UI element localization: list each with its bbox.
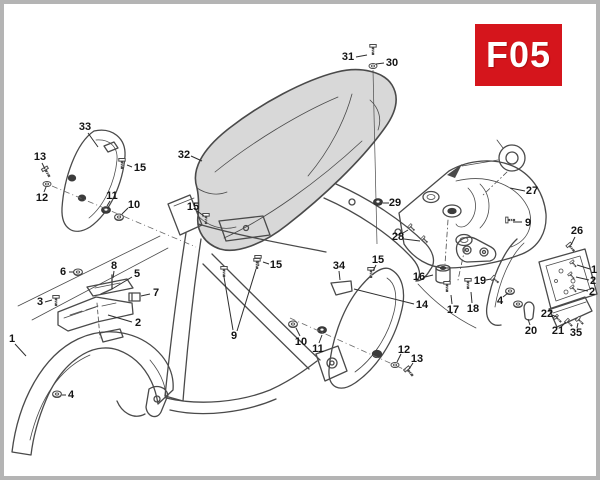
callout-leader-line xyxy=(190,155,203,162)
part-label-11: 11 xyxy=(312,343,324,355)
part-label-15: 15 xyxy=(372,254,384,266)
callout-leader-line xyxy=(576,322,579,329)
part-label-12: 12 xyxy=(398,344,410,356)
part-label-9: 9 xyxy=(231,330,237,342)
license-bracket-shape xyxy=(455,236,598,328)
callout-leader-line xyxy=(236,268,257,332)
part-label-27: 27 xyxy=(526,185,538,197)
part-label-10: 10 xyxy=(295,336,307,348)
fender-bracket-shape xyxy=(57,274,141,339)
callout-leader-line xyxy=(353,288,415,305)
part-label-2: 2 xyxy=(589,286,595,298)
part-label-11: 11 xyxy=(106,190,118,202)
callout-leader-line xyxy=(403,238,421,242)
part-label-2: 2 xyxy=(590,275,596,287)
callout-leader-line xyxy=(551,314,558,318)
callout-leader-line xyxy=(107,314,133,323)
part-label-1: 1 xyxy=(9,333,15,345)
callout-leader-line xyxy=(396,353,402,363)
callout-leader-line xyxy=(43,186,47,193)
callout-leader-line xyxy=(140,293,151,297)
part-label-17: 17 xyxy=(447,304,459,316)
callout-leader-line xyxy=(41,162,46,170)
callout-leader-line xyxy=(560,321,567,328)
part-label-7: 7 xyxy=(153,287,159,299)
part-label-20: 20 xyxy=(525,325,537,337)
callout-leader-line xyxy=(112,270,115,279)
part-label-35: 35 xyxy=(570,327,582,339)
callout-leader-line xyxy=(372,264,377,272)
part-label-32: 32 xyxy=(178,149,190,161)
callout-leader-line xyxy=(450,294,453,305)
callout-leader-line xyxy=(14,343,27,357)
callout-leader-line xyxy=(111,276,133,290)
part-label-15: 15 xyxy=(187,201,199,213)
part-label-22: 22 xyxy=(541,308,553,320)
callout-leader-line xyxy=(121,207,129,215)
right-side-cover-shape xyxy=(328,267,405,389)
callout-leader-line xyxy=(502,292,509,298)
part-label-30: 30 xyxy=(386,57,398,69)
callout-leader-line xyxy=(576,264,591,270)
callout-leader-line xyxy=(375,62,385,65)
callout-leader-line xyxy=(318,334,323,344)
callout-leader-line xyxy=(196,210,205,217)
diagram-code-badge: F05 xyxy=(475,24,562,86)
part-label-34: 34 xyxy=(333,260,346,272)
part-label-10: 10 xyxy=(128,199,140,211)
part-label-31: 31 xyxy=(342,51,354,63)
part-label-15: 15 xyxy=(270,259,282,271)
part-label-9: 9 xyxy=(525,217,531,229)
part-label-14: 14 xyxy=(416,299,429,311)
callout-leader-line xyxy=(408,362,414,370)
callout-leader-line xyxy=(87,132,99,148)
seat-shape xyxy=(194,68,397,251)
callout-leader-line xyxy=(527,318,531,326)
callout-leader-line xyxy=(355,54,368,58)
part-label-15: 15 xyxy=(134,162,146,174)
callout-leader-line xyxy=(570,236,576,246)
part-label-19: 19 xyxy=(474,275,486,287)
rear-fender-shape xyxy=(398,139,547,284)
part-label-18: 18 xyxy=(467,303,479,315)
callout-leader-line xyxy=(126,164,133,168)
part-label-8: 8 xyxy=(111,260,117,272)
callout-leader-line xyxy=(338,270,341,281)
callout-leader-line xyxy=(470,291,473,304)
part-label-13: 13 xyxy=(34,151,46,163)
fasteners xyxy=(40,43,586,399)
part-label-4: 4 xyxy=(497,295,504,307)
callout-leader-line xyxy=(485,278,492,281)
part-label-33: 33 xyxy=(79,121,91,133)
part-label-26: 26 xyxy=(571,225,583,237)
part-label-13: 13 xyxy=(411,353,423,365)
callout-leader-line xyxy=(424,274,434,278)
callout-leader-line xyxy=(262,261,270,265)
callout-leader-line xyxy=(295,327,301,337)
callout-leader-line xyxy=(575,276,590,281)
part-label-4: 4 xyxy=(68,389,75,401)
callout-leader-line xyxy=(402,229,409,234)
callout-leader-line xyxy=(509,187,526,192)
part-label-2: 2 xyxy=(135,317,141,329)
callout-leader-line xyxy=(44,299,53,303)
part-label-16: 16 xyxy=(413,271,425,283)
front-fender-shape xyxy=(11,328,174,456)
part-label-3: 3 xyxy=(37,296,43,308)
left-side-cover-shape xyxy=(61,129,126,232)
part-label-12: 12 xyxy=(36,192,48,204)
part-label-1: 1 xyxy=(591,264,597,276)
callout-leader-line xyxy=(106,200,111,207)
part-label-28: 28 xyxy=(392,231,404,243)
callout-leader-line xyxy=(576,288,589,292)
callout-leader-line xyxy=(223,276,234,331)
part-label-5: 5 xyxy=(134,268,140,280)
part-label-29: 29 xyxy=(389,197,401,209)
part-label-21: 21 xyxy=(552,325,564,337)
part-label-6: 6 xyxy=(60,266,66,278)
